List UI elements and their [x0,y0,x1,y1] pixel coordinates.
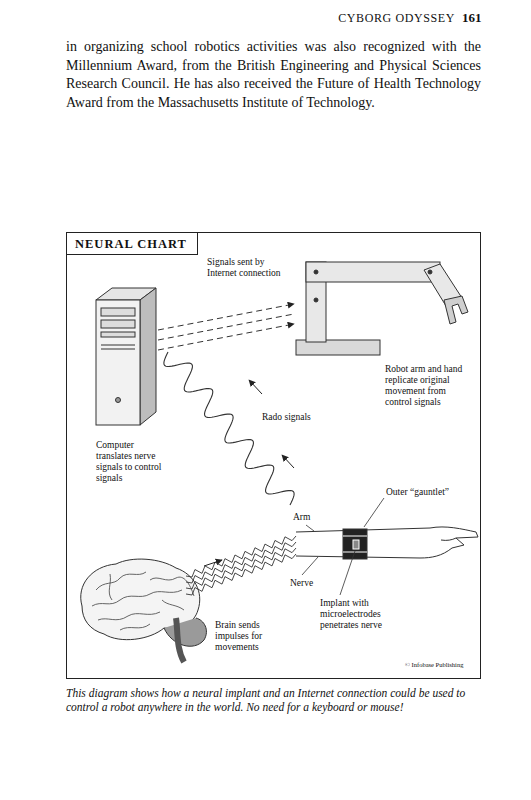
page-number: 161 [462,11,492,26]
callout-label: Signals sent by Internet connection [207,257,292,279]
signal-waves [164,352,296,595]
copyright-note: © Infobase Publishing [405,661,479,668]
running-head: CYBORG ODYSSEY [335,12,455,26]
outer-gauntlet [343,529,367,559]
signal-arrow [282,455,294,468]
chart-frame [67,233,481,679]
callout-label: Implant with microelectrodes penetrates … [320,598,404,631]
robot-arm [296,262,468,355]
figure-caption: This diagram shows how a neural implant … [66,686,484,715]
callout-label: Robot arm and hand replicate original mo… [385,364,473,408]
internet-signal-lines [158,304,294,350]
callout-label: Brain sends impulses for movements [215,620,287,653]
implant [353,540,359,549]
chart-title: NEURAL CHART [66,232,198,255]
nerve-impulse [186,542,296,583]
computer-tower [96,288,156,425]
radio-wave [164,352,294,505]
signal-arrow [249,380,262,394]
callout-label: Rado signals [262,412,324,423]
nerve-impulse [186,548,296,589]
human-arm [296,527,478,559]
nerve-impulse [186,536,296,577]
callout-label: Computer translates nerve signals to con… [96,440,168,484]
brain [81,559,207,662]
callout-label: Nerve [290,578,330,589]
callout-label: Arm [293,512,323,523]
nerve-impulse [186,554,296,595]
body-text: in organizing school robotics activities… [66,38,481,112]
callout-label: Outer “gauntlet” [386,487,471,498]
leader-lines [302,498,384,595]
